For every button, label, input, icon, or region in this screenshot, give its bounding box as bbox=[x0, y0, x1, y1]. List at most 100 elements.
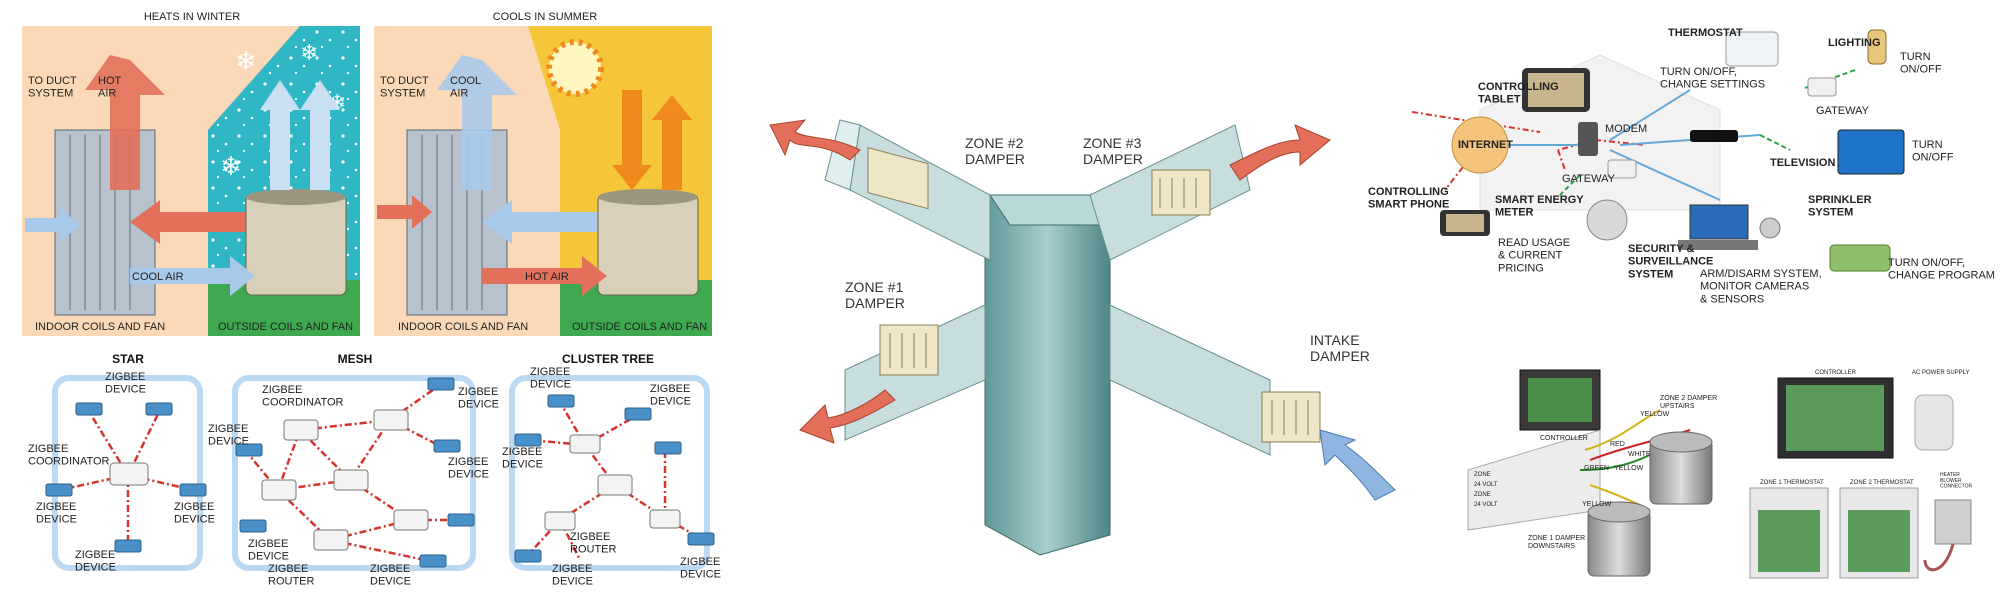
device-node bbox=[179, 483, 207, 497]
return-air-arrow bbox=[377, 195, 432, 229]
wiring-controller-label: CONTROLLER bbox=[1540, 435, 1588, 442]
router-node bbox=[283, 419, 319, 441]
router-node bbox=[393, 509, 429, 531]
lighting-lamp-icon bbox=[1867, 29, 1887, 65]
outdoor-air-arrow bbox=[300, 80, 340, 190]
zone2-damper bbox=[867, 146, 929, 210]
summer-title: COOLS IN SUMMER bbox=[493, 11, 598, 23]
device-node bbox=[654, 441, 682, 455]
winter-right-caption: OUTSIDE COILS AND FAN bbox=[218, 321, 353, 333]
outdoor-unit bbox=[245, 194, 347, 296]
router-node bbox=[569, 434, 601, 454]
mesh-title: MESH bbox=[338, 352, 373, 366]
kit-blower-connector bbox=[1934, 499, 1972, 545]
gateway-device bbox=[1807, 77, 1837, 97]
device-node bbox=[45, 483, 73, 497]
kit-power-supply bbox=[1914, 394, 1954, 451]
outdoor-unit bbox=[597, 194, 699, 296]
snowflake-icon: ❄ bbox=[220, 151, 242, 181]
cluster-title: CLUSTER TREE bbox=[562, 352, 654, 366]
intake-airflow-arrow bbox=[1319, 429, 1396, 501]
heat-transfer-arrow bbox=[130, 200, 245, 244]
summer-air-bottom: HOT AIR bbox=[525, 271, 569, 283]
wire-red-label: RED bbox=[1610, 441, 1625, 448]
winter-left-caption: INDOOR COILS AND FAN bbox=[35, 321, 165, 333]
cool-air-arrow bbox=[437, 55, 517, 190]
winter-title: HEATS IN WINTER bbox=[144, 11, 240, 23]
home-hub-router bbox=[1690, 130, 1738, 142]
terminal-label: ZONE bbox=[1474, 472, 1491, 478]
router-node bbox=[333, 469, 369, 491]
router-node bbox=[544, 511, 576, 531]
airflow-arrow bbox=[769, 119, 861, 161]
summer-right-caption: OUTSIDE COILS AND FAN bbox=[572, 321, 707, 333]
kit-thermostat1-label: ZONE 1 THERMOSTAT bbox=[1760, 480, 1824, 486]
kit-controller-label: CONTROLLER bbox=[1815, 370, 1857, 376]
intake-damper bbox=[1261, 391, 1321, 443]
zone1-damper bbox=[879, 324, 939, 376]
kit-thermostat2-label: ZONE 2 THERMOSTAT bbox=[1850, 480, 1914, 486]
airflow-arrow bbox=[799, 389, 896, 444]
heat-transfer-arrow bbox=[482, 200, 597, 244]
hot-air-arrow bbox=[482, 256, 607, 296]
internet-label: INTERNET bbox=[1458, 139, 1513, 151]
duct-branch-intake bbox=[1109, 304, 1271, 456]
tablet-action-label: TURN ON/OFF,CHANGE SETTINGS bbox=[1660, 66, 1765, 91]
wire-white-label: WHITE bbox=[1628, 451, 1651, 458]
snowflake-icon: ❄ bbox=[300, 40, 318, 65]
return-air-arrow bbox=[25, 208, 80, 242]
device-node bbox=[433, 439, 461, 453]
coordinator-node bbox=[597, 474, 633, 496]
sun-icon bbox=[546, 39, 604, 97]
device-node bbox=[514, 549, 542, 563]
router-node bbox=[373, 409, 409, 431]
energy-meter-device bbox=[1586, 199, 1628, 241]
device-node bbox=[145, 402, 173, 416]
device-node bbox=[514, 433, 542, 447]
device-node bbox=[447, 513, 475, 527]
gateway-top-label: GATEWAY bbox=[1816, 105, 1870, 117]
terminal-block-zoom bbox=[1467, 429, 1601, 531]
device-node bbox=[427, 377, 455, 391]
modem-device bbox=[1578, 122, 1598, 156]
thermostat-device bbox=[1725, 31, 1779, 67]
terminal-label: 24 VOLT bbox=[1474, 482, 1498, 488]
airflow-arrow bbox=[1229, 124, 1331, 181]
coordinator-node bbox=[109, 462, 149, 486]
wire-yellow-label: YELLOW bbox=[1614, 465, 1644, 472]
gateway-mid-label: GATEWAY bbox=[1562, 173, 1616, 185]
television-label: TELEVISION bbox=[1770, 157, 1835, 169]
television-device bbox=[1837, 129, 1905, 175]
